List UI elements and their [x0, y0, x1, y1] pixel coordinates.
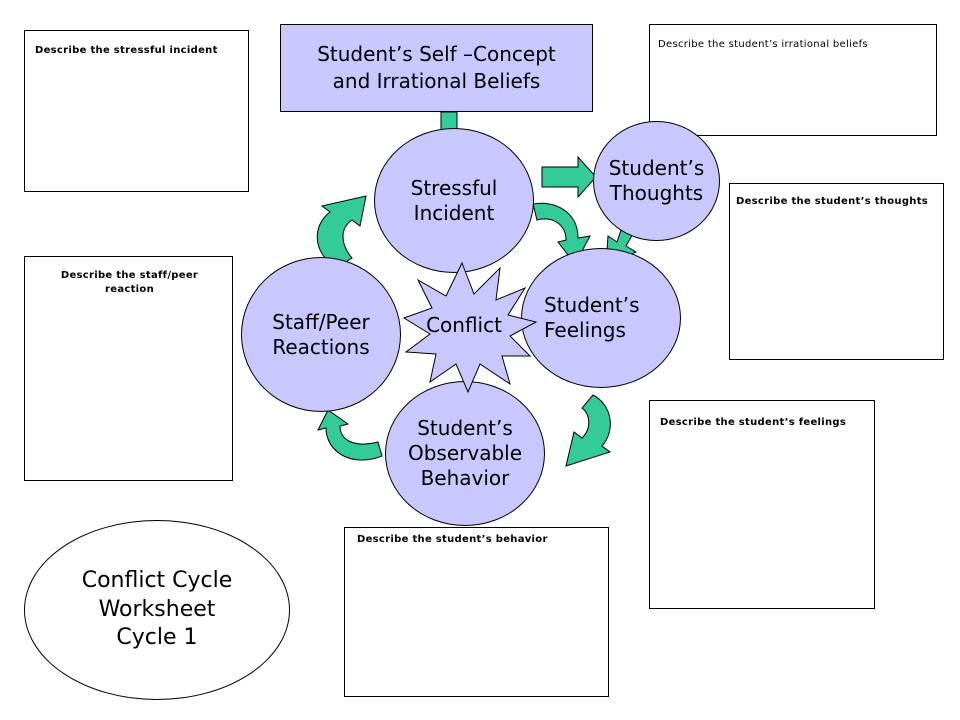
behavior-box-label: Describe the student’s behavior — [357, 534, 548, 545]
staff-peer-node: Staff/Peer Reactions — [241, 257, 401, 412]
conflict-burst-shape — [402, 261, 538, 394]
stressful-incident-box[interactable]: Describe the stressful incident — [24, 30, 249, 192]
curved-arrow-icon — [565, 394, 612, 467]
self-concept-header: Student’s Self –Concept and Irrational B… — [280, 24, 593, 112]
curved-arrow-icon — [316, 195, 367, 269]
right-arrow-icon — [541, 155, 597, 199]
thoughts-box-label: Describe the student’s thoughts — [736, 196, 929, 207]
observable-behavior-node: Student’s Observable Behavior — [385, 381, 545, 526]
irrational-beliefs-box-label: Describe the student’s irrational belief… — [658, 39, 868, 50]
staff-peer-box-label: Describe the staff/peer reaction — [60, 270, 199, 295]
feelings-node: Student’s Feelings — [521, 248, 681, 388]
conflict-label: Conflict — [426, 313, 502, 337]
thoughts-node: Student’s Thoughts — [593, 121, 720, 241]
behavior-box[interactable]: Describe the student’s behavior — [344, 527, 609, 697]
feelings-box-label: Describe the student’s feelings — [660, 417, 847, 428]
worksheet-title: Conflict Cycle Worksheet Cycle 1 — [24, 520, 290, 700]
stressful-incident-node: Stressful Incident — [374, 128, 534, 273]
thoughts-box[interactable]: Describe the student’s thoughts — [729, 183, 944, 360]
stressful-incident-box-label: Describe the stressful incident — [35, 45, 218, 56]
curved-arrow-icon — [317, 409, 383, 461]
feelings-box[interactable]: Describe the student’s feelings — [649, 400, 875, 609]
irrational-beliefs-box[interactable]: Describe the student’s irrational belief… — [649, 24, 937, 136]
staff-peer-box[interactable]: Describe the staff/peer reaction — [24, 256, 233, 481]
